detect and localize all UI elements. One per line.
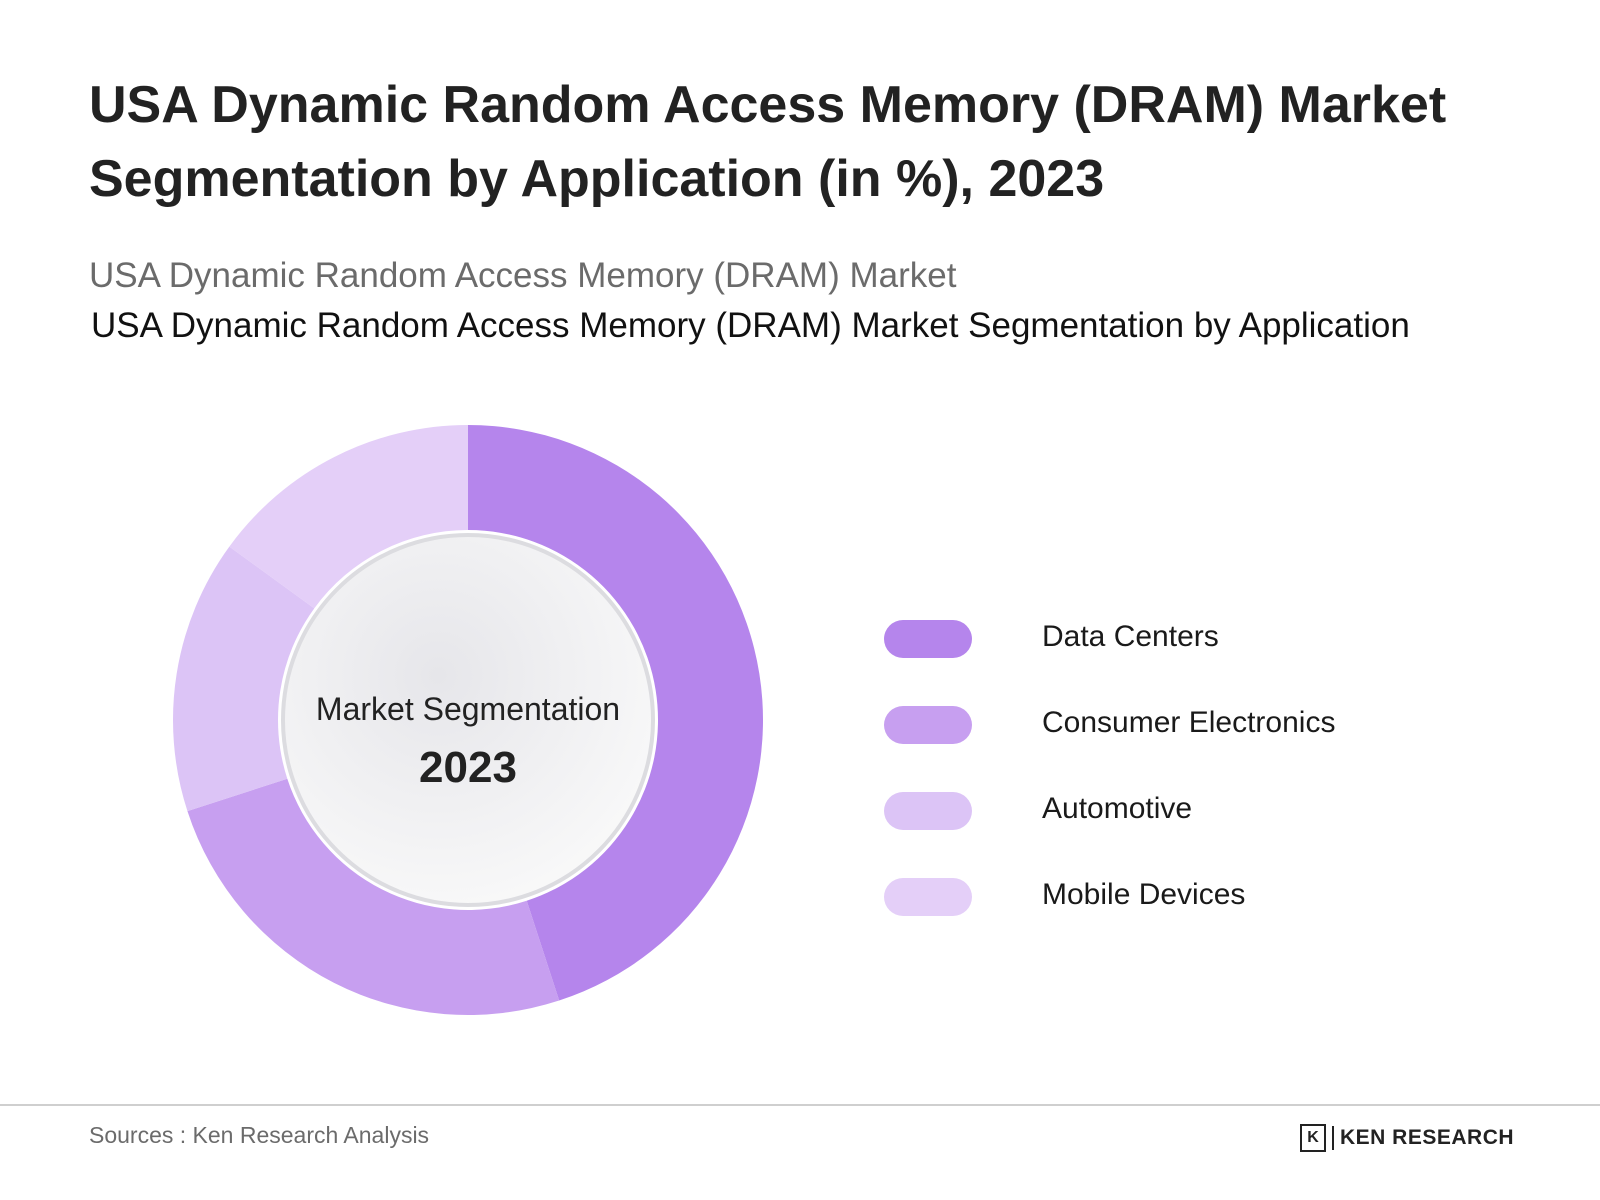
legend-label: Mobile Devices: [1042, 878, 1246, 911]
brand-name: KEN RESEARCH: [1340, 1126, 1515, 1149]
legend-swatch: [884, 792, 972, 830]
donut-center-year: 2023: [419, 743, 517, 792]
legend-label: Consumer Electronics: [1042, 706, 1336, 739]
legend-label: Automotive: [1042, 792, 1193, 825]
donut-slice-automotive: [172, 546, 315, 812]
source-note: Sources : Ken Research Analysis: [89, 1122, 430, 1148]
footer-divider: [0, 1104, 1600, 1106]
legend-swatch: [884, 878, 972, 916]
donut-slice-mobile-devices: [229, 425, 468, 609]
legend-item-automotive: Automotive: [884, 784, 1444, 870]
donut-center-disc: [281, 533, 655, 907]
donut-slice-consumer-electronics: [187, 778, 560, 1015]
chart-legend: Data Centers Consumer Electronics Automo…: [884, 612, 1444, 956]
legend-item-consumer-electronics: Consumer Electronics: [884, 698, 1444, 784]
legend-swatch: [884, 620, 972, 658]
donut-center-label: Market Segmentation: [316, 691, 620, 727]
chart-title: USA Dynamic Random Access Memory (DRAM) …: [89, 76, 1447, 208]
chart-subtitle-segmentation: USA Dynamic Random Access Memory (DRAM) …: [91, 306, 1410, 345]
legend-item-mobile-devices: Mobile Devices: [884, 870, 1444, 956]
legend-swatch: [884, 706, 972, 744]
legend-label: Data Centers: [1042, 620, 1219, 653]
chart-subtitle-market: USA Dynamic Random Access Memory (DRAM) …: [89, 256, 957, 295]
donut-slice-data-centers: [468, 425, 763, 1001]
legend-item-data-centers: Data Centers: [884, 612, 1444, 698]
brand-logo: K KEN RESEARCH: [1300, 1124, 1514, 1152]
brand-k-icon: K: [1300, 1124, 1326, 1152]
brand-divider: [1332, 1126, 1334, 1150]
